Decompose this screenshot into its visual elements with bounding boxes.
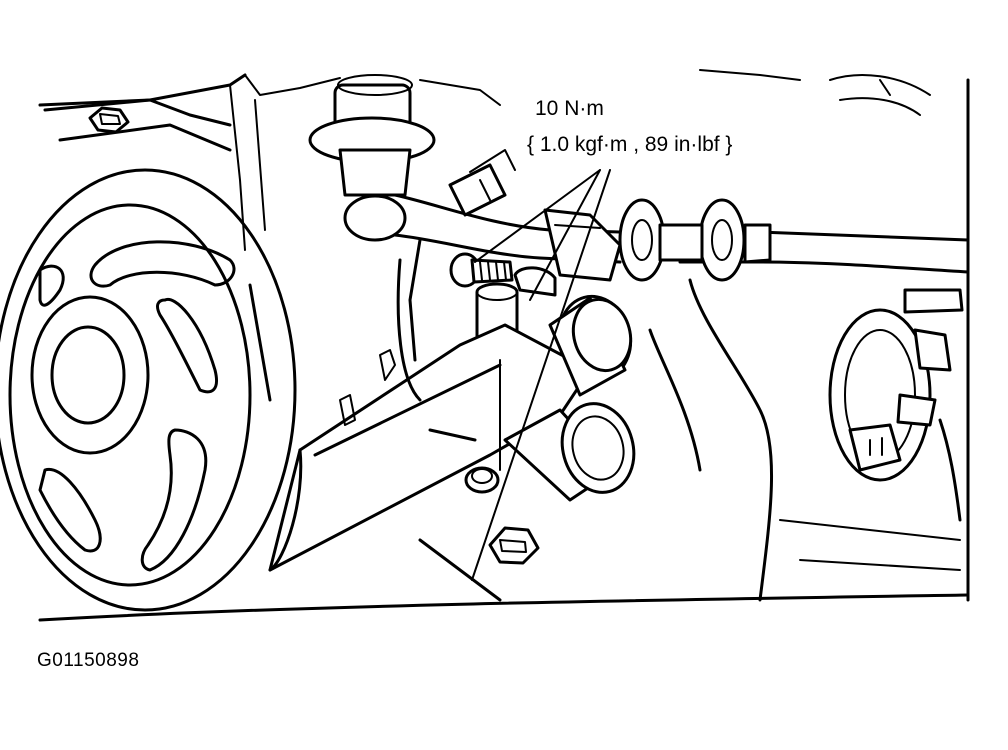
- torque-spec-alternate-units: { 1.0 kgf·m , 89 in·lbf }: [523, 133, 737, 157]
- mount-bolt: [488, 526, 540, 565]
- throttle-body: [648, 278, 964, 602]
- lower-bolt: [464, 466, 500, 494]
- leader-lines: [471, 169, 611, 581]
- crankshaft-pulley: [0, 168, 297, 612]
- timing-cover: [248, 238, 502, 602]
- coolant-hose: [393, 193, 970, 274]
- water-pipe: [268, 294, 636, 572]
- bracket-bolt: [88, 106, 130, 134]
- upper-bracket: [43, 84, 266, 251]
- pipe-fitting: [448, 149, 516, 217]
- hose-grommets: [618, 198, 772, 282]
- engine-block-outline: [38, 69, 970, 622]
- torque-bolt: [449, 252, 514, 288]
- torque-spec-value: 10 N·m: [531, 97, 608, 121]
- figure-identifier: G01150898: [37, 650, 140, 671]
- sensor-housing: [308, 74, 436, 242]
- hose-clip: [513, 208, 622, 297]
